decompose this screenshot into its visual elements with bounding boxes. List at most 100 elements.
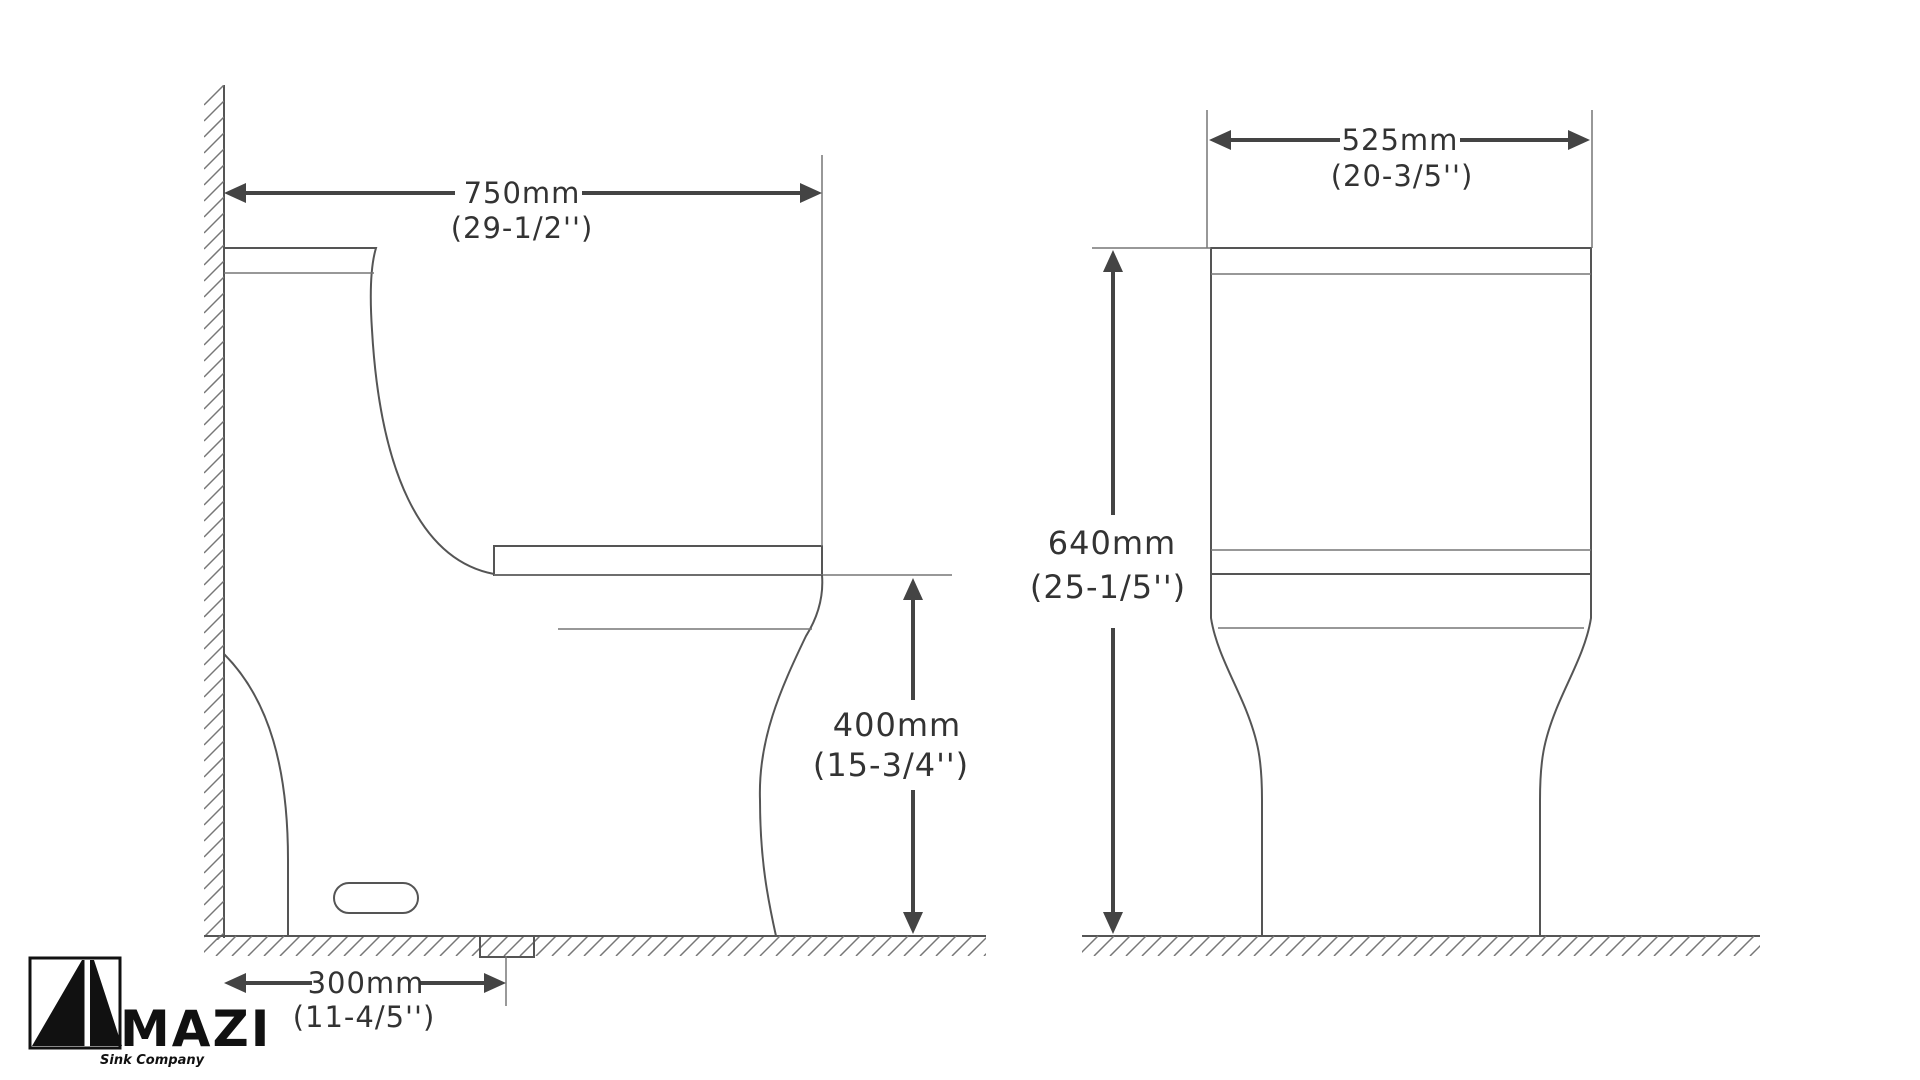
floor-hatching-right: [1082, 935, 1760, 956]
hatch-line: [567, 935, 589, 956]
width-dimension: 525mm (20-3/5''): [1206, 110, 1593, 248]
hatch-line: [204, 936, 205, 938]
hatch-line: [439, 935, 461, 956]
hatch-line: [204, 324, 224, 346]
hatch-line: [295, 935, 317, 956]
hatch-line: [1429, 935, 1451, 956]
hatch-line: [1573, 935, 1595, 956]
hatch-line: [471, 935, 493, 956]
floor-left: [204, 935, 986, 956]
hatch-line: [391, 935, 413, 956]
hatch-line: [903, 935, 925, 956]
hatch-line: [311, 935, 333, 956]
hatch-line: [743, 935, 765, 956]
hatch-line: [1333, 935, 1355, 956]
logo-word: MAZI: [120, 1000, 271, 1058]
hatch-line: [951, 935, 973, 956]
rough-in-dimension: 300mm (11-4/5''): [224, 956, 507, 1034]
hatch-line: [204, 420, 224, 442]
hatch-line: [1125, 935, 1147, 956]
hatch-line: [204, 852, 224, 874]
hatch-line: [327, 935, 349, 956]
drain-outlet: [479, 935, 535, 958]
hatch-line: [1349, 935, 1371, 956]
height-mm-label: 640mm: [1048, 524, 1176, 562]
hatch-line: [631, 935, 653, 956]
hatch-line: [204, 292, 224, 314]
hatch-line: [204, 756, 224, 778]
hatch-line: [727, 935, 749, 956]
hatch-line: [1221, 935, 1243, 956]
hatch-line: [1749, 944, 1760, 956]
amazi-logo: MAZI Sink Company: [28, 956, 271, 1068]
hatch-line: [204, 244, 224, 266]
hatch-line: [204, 628, 224, 650]
hatch-line: [204, 788, 224, 810]
hatch-line: [263, 935, 285, 956]
hatch-line: [204, 935, 221, 954]
hatch-line: [1253, 935, 1275, 956]
hatch-line: [503, 935, 525, 956]
hatch-line: [1301, 935, 1323, 956]
hatch-line: [204, 660, 224, 682]
wall-hatching: [204, 85, 224, 940]
toilet-side-outline: [223, 247, 952, 958]
hatch-line: [1701, 935, 1723, 956]
hatch-line: [1717, 935, 1739, 956]
floor-hatching-left: [204, 935, 986, 956]
hatch-line: [1237, 935, 1259, 956]
hatch-line: [247, 935, 269, 956]
hatch-line: [1525, 935, 1547, 956]
seat-height-dimension: 400mm (15-3/4''): [813, 578, 968, 934]
hatch-line: [204, 436, 224, 458]
toilet-front-outline: [1210, 247, 1592, 936]
hatch-line: [1189, 935, 1211, 956]
height-dimension: 640mm (25-1/5''): [1030, 247, 1211, 934]
hatch-line: [1082, 936, 1083, 938]
hatch-line: [204, 468, 224, 490]
hatch-line: [839, 935, 861, 956]
hatch-line: [204, 724, 224, 746]
hatch-line: [919, 935, 941, 956]
hatch-line: [1413, 935, 1435, 956]
hatch-line: [583, 935, 605, 956]
hatch-line: [204, 836, 224, 858]
hatch-line: [1317, 935, 1339, 956]
wall: [204, 85, 225, 940]
hatch-line: [204, 804, 224, 826]
hatch-line: [204, 228, 224, 250]
hatch-line: [1637, 935, 1659, 956]
hatch-line: [204, 516, 224, 538]
hatch-line: [204, 708, 224, 730]
hatch-line: [487, 935, 509, 956]
hatch-line: [204, 180, 224, 202]
hatch-line: [204, 612, 224, 634]
hatch-line: [204, 500, 224, 522]
hatch-line: [204, 740, 224, 762]
hatch-line: [359, 935, 381, 956]
hatch-line: [1205, 935, 1227, 956]
hatch-line: [423, 935, 445, 956]
hatch-line: [1621, 935, 1643, 956]
length-mm-label: 750mm: [464, 176, 581, 210]
hatch-line: [204, 340, 224, 362]
hatch-line: [1397, 935, 1419, 956]
hatch-line: [791, 935, 813, 956]
hatch-line: [204, 820, 224, 842]
hatch-line: [204, 916, 224, 938]
hatch-line: [204, 148, 224, 170]
floor-right: [1082, 935, 1760, 956]
base-cutout: [333, 882, 419, 914]
hatch-line: [855, 935, 877, 956]
hatch-line: [204, 196, 224, 218]
hatch-line: [204, 116, 224, 138]
hatch-line: [204, 484, 224, 506]
tank-front: [1210, 247, 1592, 575]
hatch-line: [204, 644, 224, 666]
hatch-line: [204, 388, 224, 410]
hatch-line: [871, 935, 893, 956]
hatch-line: [279, 935, 301, 956]
hatch-line: [1109, 935, 1131, 956]
hatch-line: [204, 548, 224, 570]
